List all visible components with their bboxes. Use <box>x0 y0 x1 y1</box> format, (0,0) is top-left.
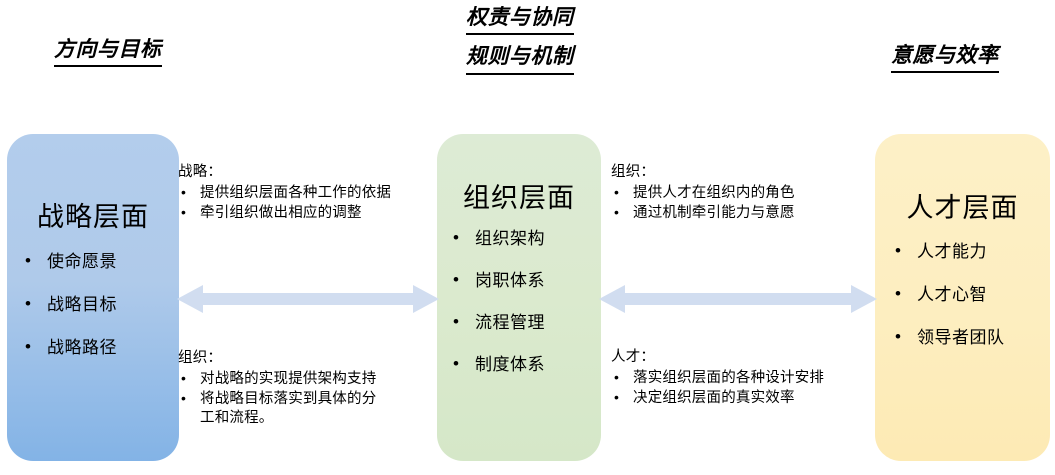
pillar-organization-item: 流程管理 <box>449 313 601 331</box>
annotation-strategy-list: 提供组织层面各种工作的依据 牵引组织做出相应的调整 <box>178 183 430 223</box>
heading-direction-and-goal-text: 方向与目标 <box>54 36 162 68</box>
heading-direction-and-goal: 方向与目标 <box>54 36 162 68</box>
heading-willingness-and-efficiency-text: 意愿与效率 <box>891 42 999 74</box>
pillar-strategy[interactable]: 战略层面 使命愿景 战略目标 战略路径 <box>7 134 179 461</box>
annotation-talent-to-organization: 人才： 落实组织层面的各种设计安排 决定组织层面的真实效率 <box>611 348 879 409</box>
pillar-talent-item: 领导者团队 <box>891 328 1050 346</box>
pillar-strategy-title: 战略层面 <box>37 202 149 232</box>
annotation-organization-up-item: 对战略的实现提供架构支持 <box>178 369 424 389</box>
annotation-organization-down-list: 提供人才在组织内的角色 通过机制牵引能力与意愿 <box>611 183 873 223</box>
annotation-organization-up-item-wrap: 工和流程。 <box>200 410 274 427</box>
annotation-organization-to-talent: 组织： 提供人才在组织内的角色 通过机制牵引能力与意愿 <box>611 163 873 224</box>
pillar-strategy-item: 战略目标 <box>21 295 179 313</box>
pillar-talent[interactable]: 人才层面 人才能力 人才心智 领导者团队 <box>875 134 1050 461</box>
pillar-strategy-item: 战略路径 <box>21 338 179 356</box>
annotation-strategy-item: 牵引组织做出相应的调整 <box>178 203 430 223</box>
pillar-talent-title: 人才层面 <box>906 193 1019 223</box>
heading-responsibility-and-collaboration: 权责与协同 <box>466 4 574 36</box>
annotation-strategy-item: 提供组织层面各种工作的依据 <box>178 183 430 203</box>
double-arrow-organization-talent-icon <box>599 282 877 316</box>
pillar-organization-item: 岗职体系 <box>449 271 601 289</box>
annotation-talent-item: 决定组织层面的真实效率 <box>611 388 879 408</box>
pillar-talent-item: 人才能力 <box>891 242 1050 260</box>
annotation-organization-down-lead: 组织： <box>611 164 656 180</box>
heading-center-group: 权责与协同 规则与机制 <box>466 4 574 83</box>
double-arrow-strategy-organization-icon <box>177 282 439 316</box>
pillar-organization-item: 组织架构 <box>449 229 601 247</box>
pillar-organization-list: 组织架构 岗职体系 流程管理 制度体系 <box>437 229 601 373</box>
pillar-talent-item: 人才心智 <box>891 285 1050 303</box>
pillar-strategy-list: 使命愿景 战略目标 战略路径 <box>7 252 179 356</box>
annotation-organization-down-item: 通过机制牵引能力与意愿 <box>611 203 873 223</box>
pillar-organization[interactable]: 组织层面 组织架构 岗职体系 流程管理 制度体系 <box>437 134 601 461</box>
annotation-organization-up-lead: 组织： <box>178 350 223 366</box>
pillar-strategy-item: 使命愿景 <box>21 252 179 270</box>
pillar-talent-list: 人才能力 人才心智 领导者团队 <box>875 242 1050 346</box>
annotation-talent-item: 落实组织层面的各种设计安排 <box>611 368 879 388</box>
heading-willingness-and-efficiency: 意愿与效率 <box>891 42 999 74</box>
annotation-strategy-lead: 战略： <box>178 164 223 180</box>
annotation-strategy-to-organization: 战略： 提供组织层面各种工作的依据 牵引组织做出相应的调整 <box>178 163 430 224</box>
pillar-organization-title: 组织层面 <box>463 183 575 213</box>
pillar-organization-item: 制度体系 <box>449 355 601 373</box>
annotation-organization-down-item: 提供人才在组织内的角色 <box>611 183 873 203</box>
annotation-talent-list: 落实组织层面的各种设计安排 决定组织层面的真实效率 <box>611 368 879 408</box>
heading-rules-and-mechanism: 规则与机制 <box>466 43 574 75</box>
annotation-talent-lead: 人才： <box>611 349 656 365</box>
